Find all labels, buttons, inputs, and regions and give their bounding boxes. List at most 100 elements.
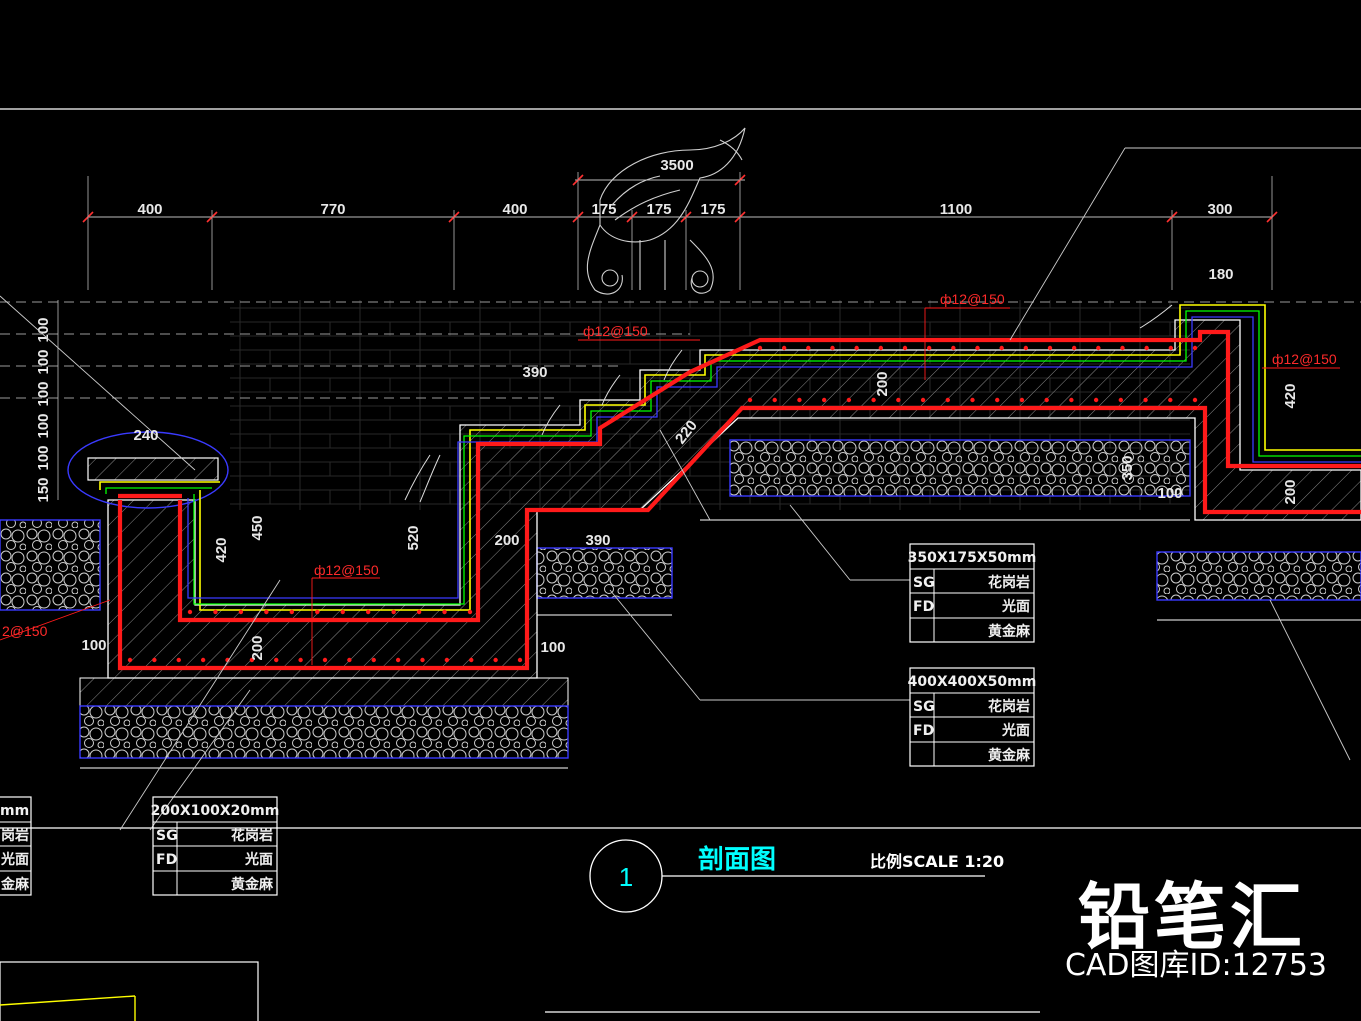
dim-top-400a: 400 [137,201,162,218]
rebar-dot [846,397,852,403]
rebar-dot [821,397,827,403]
dim-390a: 390 [522,364,547,381]
rebar-dot [1096,345,1101,351]
lower-frame-left [0,961,259,1021]
rebar-dot [1118,397,1124,403]
rebar-dot [975,345,980,351]
foundation-middle [536,547,673,616]
dim-100b: 100 [540,639,565,656]
rebar-label-5: 2@150 [2,623,48,639]
table-3-material-3: 黄金麻 [231,876,274,893]
rebar-dot [1071,345,1077,351]
rebar-dot [797,397,802,403]
dim-top-400b: 400 [502,201,527,218]
rebar-label-3: ф12@150 [1272,351,1337,367]
dim-top-300: 300 [1207,201,1232,218]
rebar-dot [298,657,303,663]
table-2-code-1: SG [913,699,935,715]
rebar-dot [871,397,876,403]
dim-top-770: 770 [320,201,345,218]
vdim-150: 150 [35,477,52,502]
rebar-dot [1143,397,1148,403]
material-table-1: 350X175X50mm SG 花岗岩 FD 光面 黄金麻 [908,543,1037,643]
dim-200c: 200 [874,371,891,396]
rebar-dot [238,609,244,615]
rebar-dot [340,609,345,615]
rebar-dot [493,657,498,663]
dim-top-175b: 175 [646,201,671,218]
rebar-dot [322,657,328,663]
mortar-layer [187,316,1361,599]
dim-200d: 200 [1282,479,1299,504]
rebar-dot [347,657,352,663]
section-number: 1 [619,862,633,892]
dim-420b: 420 [1282,383,1299,408]
rebar-dot [830,345,835,351]
rebar-dot [152,657,157,663]
rebar-dot [970,397,975,403]
fish-sculpture-icon [586,127,746,295]
dim-top-175c: 175 [700,201,725,218]
vdim-100-1: 100 [35,317,52,342]
rebar-dot [1047,345,1053,351]
dim-top-175a: 175 [591,201,616,218]
table-3-code-2: FD [156,852,177,868]
table-1-material-3: 黄金麻 [988,623,1031,640]
rebar-dot [315,609,320,615]
detail-callout-ellipse [67,431,229,509]
table-3-material-2: 光面 [244,851,273,868]
rebar-dot [289,609,295,615]
dim-240: 240 [133,427,158,444]
foundation-left [79,677,569,769]
rebar-label-1: ф12@150 [583,323,648,339]
water-level-lines [0,301,1361,399]
table-4-material-3: 金麻 [0,876,30,893]
rebar-dot [1023,345,1029,351]
vdim-100-3: 100 [35,381,52,406]
rebar-dot [772,397,777,403]
table-1-code-2: FD [913,599,934,615]
rebar-dot [995,397,1000,403]
dim-100c: 100 [1157,485,1182,502]
rebar-dot [757,345,763,351]
dim-180: 180 [1208,266,1233,283]
material-table-2: 400X400X50mm SG 花岗岩 FD 光面 黄金麻 [908,667,1036,767]
rebar-dot [187,609,193,615]
rebar-dot [395,657,401,663]
rebar-dot [1192,345,1198,351]
membrane-layer [105,310,1361,605]
rebar-dot [806,345,811,351]
vdim-100-4: 100 [35,413,52,438]
watermark-brand: 铅笔汇 [1077,875,1306,959]
table-3-size: 200X100X20mm [151,803,280,819]
vdim-100-5: 100 [35,445,52,470]
rebar-dot [896,397,901,403]
dim-350: 350 [1119,455,1136,480]
water-splash-group [404,304,1173,503]
table-4-material-1: 岗岩 [1,827,29,844]
rebar-dot [926,345,932,351]
dim-overall-3500: 3500 [660,157,693,174]
rebar-dot [1192,397,1198,403]
section-title: 剖面图 [698,844,776,875]
dim-390b: 390 [585,532,610,549]
table-3-material-1: 花岗岩 [231,827,273,844]
rebar-main [117,329,1361,671]
table-1-code-1: SG [913,575,935,591]
rebar-dot [1044,397,1049,403]
table-4-size: mm [0,803,29,819]
rebar-dot [951,345,956,351]
rebar-dot [176,657,181,663]
rebar-dot [1019,397,1025,403]
watermark-id: CAD图库ID:12753 [1064,948,1327,983]
coping-stone-left [87,457,219,481]
lower-frame-detail [0,995,136,1006]
rebar-dot [469,657,474,663]
rebar-dot [200,657,206,663]
rebar-dot [213,609,218,615]
rebar-dot [365,609,371,615]
dim-100a: 100 [81,637,106,654]
table-4-material-2: 光面 [0,851,29,868]
table-1-size: 350X175X50mm [908,550,1037,566]
